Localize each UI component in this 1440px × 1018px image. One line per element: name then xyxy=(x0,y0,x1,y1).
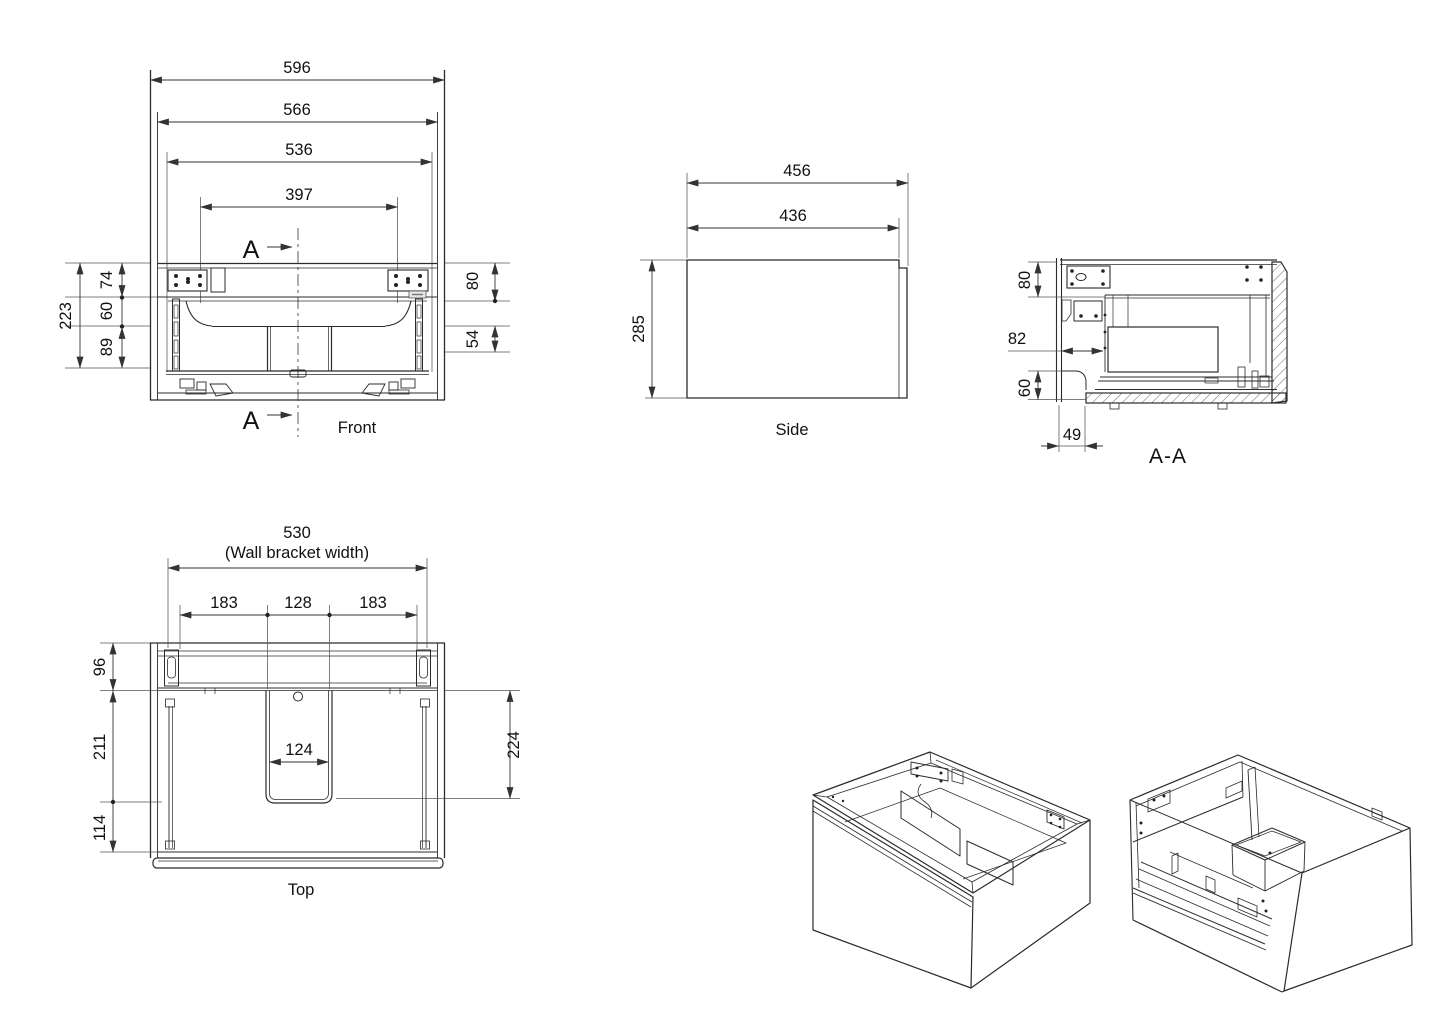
iso-front-divider-right xyxy=(966,840,1014,886)
section-interior xyxy=(1103,294,1270,377)
dim-cutout-width: 124 xyxy=(268,741,330,766)
front-latch-left xyxy=(179,378,234,397)
dim-overall-width: 596 xyxy=(149,59,446,84)
iso-back-bottom-slides xyxy=(1132,851,1273,945)
section-view-label: A-A xyxy=(1149,445,1187,468)
top-view-label: Top xyxy=(288,881,315,899)
dim-bracket-width-note: (Wall bracket width) xyxy=(225,544,369,562)
iso-back-rail xyxy=(1129,760,1244,921)
top-view: 530 (Wall bracket width) 183 128 183 96 … xyxy=(91,524,523,899)
front-wall-bracket-right xyxy=(387,269,429,299)
section-marker-bottom: A xyxy=(243,407,293,435)
dim-span-left-label: 183 xyxy=(210,594,238,612)
iso-front-side-panel xyxy=(970,820,1091,989)
dim-cutout-depth: 224 xyxy=(505,689,523,800)
top-slide-left xyxy=(164,649,179,850)
section-marker-top-label: A xyxy=(243,236,260,264)
dim-inner-width: 536 xyxy=(166,141,433,166)
dim-depth-overall: 456 xyxy=(686,162,909,187)
section-front-panel-hatch xyxy=(1271,261,1288,404)
dim-span-chain: 183 128 183 xyxy=(179,594,418,619)
iso-front-bracket-back xyxy=(910,761,964,785)
section-hanging-bracket xyxy=(1061,299,1103,322)
front-drawer-slide-right xyxy=(415,298,423,372)
dim-cutout-depth-label: 224 xyxy=(505,731,523,759)
dim-inner-width-label: 536 xyxy=(285,141,313,159)
front-latch-right xyxy=(361,378,416,397)
dim-bracket-width: 530 (Wall bracket width) xyxy=(167,524,428,572)
dim-basin-width: 397 xyxy=(199,186,399,211)
iso-front-view xyxy=(812,751,1091,989)
dim-section-rail-label: 80 xyxy=(1016,271,1034,289)
dim-back-depth-label: 96 xyxy=(91,658,109,676)
dim-right-gap-label: 54 xyxy=(464,330,482,348)
dim-depth-body-label: 436 xyxy=(779,207,807,225)
dim-right-gap: 54 xyxy=(464,325,499,353)
dim-section-back-gap: 82 xyxy=(1008,330,1104,355)
top-plumbing-cutout xyxy=(265,690,333,804)
dim-right-rail: 80 xyxy=(464,262,499,304)
dim-section-rail: 80 xyxy=(1016,261,1105,298)
iso-back-divider xyxy=(1247,766,1260,841)
front-carcass xyxy=(149,70,446,401)
dim-section-bottom-gap: 49 xyxy=(1041,405,1103,452)
section-wall-bracket xyxy=(1066,265,1111,289)
dim-back-width: 566 xyxy=(156,101,439,126)
dim-depth-body: 436 xyxy=(686,207,900,232)
dim-section-bottom-label: 60 xyxy=(1016,379,1034,397)
front-siphon-recess xyxy=(266,327,333,371)
dim-height-chain: 74 60 89 xyxy=(98,262,126,369)
section-aa-view: 80 82 60 49 A-A xyxy=(1008,258,1288,468)
top-extension-lines xyxy=(100,558,520,853)
dim-section-bottom: 60 xyxy=(1016,370,1086,401)
section-bottom-step xyxy=(1061,370,1087,390)
iso-front-divider-left xyxy=(900,790,961,857)
iso-back-view xyxy=(1129,754,1413,993)
front-view-label: Front xyxy=(338,419,377,437)
section-bottom-slides xyxy=(1095,366,1277,390)
section-marker-bottom-label: A xyxy=(243,407,260,435)
dim-section-bottom-gap-label: 49 xyxy=(1063,426,1081,444)
top-carcass xyxy=(149,642,446,869)
dim-depth-overall-label: 456 xyxy=(783,162,811,180)
iso-back-side-panel xyxy=(1283,827,1413,992)
dim-side-height-label: 285 xyxy=(630,315,648,343)
section-drawer-back xyxy=(1107,326,1219,373)
dim-right-rail-label: 80 xyxy=(464,272,482,290)
dim-span-center-label: 128 xyxy=(284,594,312,612)
dim-bottom-height-label: 89 xyxy=(98,338,116,356)
side-view-label: Side xyxy=(775,421,808,439)
top-front-rail xyxy=(152,857,444,869)
front-view: 596 566 536 397 223 74 60 89 xyxy=(57,59,510,437)
section-bottom-panel-hatch xyxy=(1085,392,1287,404)
front-extension-lines xyxy=(65,152,510,372)
dim-front-depth-label: 114 xyxy=(91,815,109,841)
dim-back-width-label: 566 xyxy=(283,101,311,119)
top-drain-hole xyxy=(293,691,303,702)
side-view: 456 436 285 Side xyxy=(630,162,909,439)
iso-back-drawer-front xyxy=(1132,892,1285,993)
dim-mid-height-label: 60 xyxy=(98,302,116,320)
front-wall-bracket-left xyxy=(167,267,226,293)
front-drawer-slide-left xyxy=(172,298,180,372)
dim-basin-width-label: 397 xyxy=(285,186,313,204)
dim-depth-chain: 96 211 114 xyxy=(91,642,117,853)
dim-bracket-width-label: 530 xyxy=(283,524,311,542)
dim-side-height: 285 xyxy=(630,259,656,399)
section-marker-top: A xyxy=(243,236,293,264)
dim-span-right-label: 183 xyxy=(359,594,387,612)
side-outline xyxy=(686,259,908,399)
iso-front-bracket-right xyxy=(1046,809,1065,830)
dim-cutout-width-label: 124 xyxy=(285,741,313,759)
dim-top-height-label: 74 xyxy=(98,271,116,289)
dim-section-back-gap-label: 82 xyxy=(1008,330,1026,348)
iso-back-siphon-box xyxy=(1231,827,1306,892)
dim-mid-depth-label: 211 xyxy=(91,734,109,760)
dim-overall-width-label: 596 xyxy=(283,59,311,77)
dim-total-height: 223 xyxy=(57,262,84,369)
dim-total-height-label: 223 xyxy=(57,302,75,330)
top-slide-right xyxy=(416,649,431,850)
